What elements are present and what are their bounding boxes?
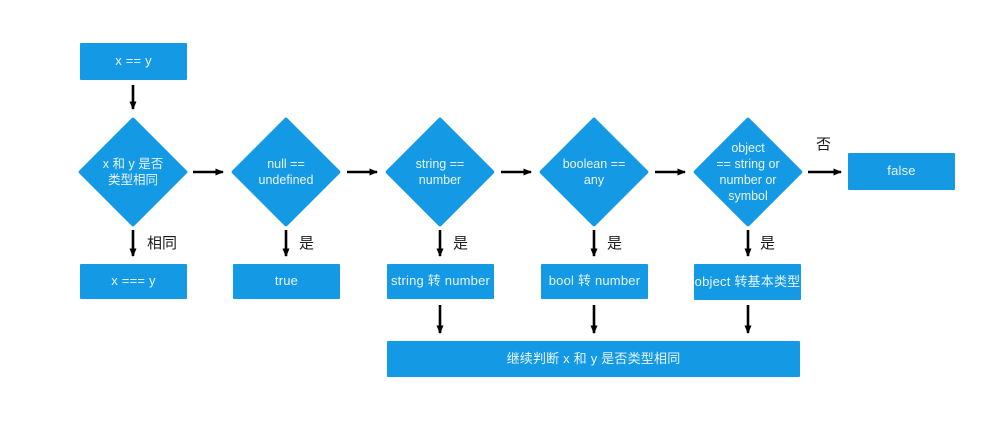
decision-type-same: x 和 y 是否 类型相同 <box>77 116 189 228</box>
node-x-equals-y: x == y <box>80 43 187 80</box>
decision-null-undefined-label: null == undefined <box>258 156 314 187</box>
node-continue-judge: 继续判断 x 和 y 是否类型相同 <box>387 341 800 377</box>
edge-label-yes-boolean-any: 是 <box>607 235 623 252</box>
node-bool-to-number: bool 转 number <box>541 264 648 299</box>
decision-string-number-label: string == number <box>415 156 465 187</box>
node-false-result: false <box>848 153 955 190</box>
edge-label-same: 相同 <box>147 235 178 252</box>
edge-label-yes-string-number: 是 <box>453 235 469 252</box>
node-string-to-number: string 转 number <box>387 264 494 299</box>
decision-string-number: string == number <box>384 116 496 228</box>
decision-null-undefined: null == undefined <box>230 116 342 228</box>
edge-label-yes-object-primitive: 是 <box>760 235 776 252</box>
decision-boolean-any: boolean == any <box>538 116 650 228</box>
decision-type-same-label: x 和 y 是否 类型相同 <box>102 156 164 187</box>
decision-object-primitive-label: object == string or number or symbol <box>716 140 780 204</box>
node-strict-equality: x === y <box>80 264 187 299</box>
decision-boolean-any-label: boolean == any <box>562 156 626 187</box>
edge-label-no: 否 <box>816 136 832 153</box>
node-true-result: true <box>233 264 340 299</box>
decision-object-primitive: object == string or number or symbol <box>692 116 804 228</box>
node-object-to-primitive: object 转基本类型 <box>694 264 801 300</box>
edge-label-yes-null-undefined: 是 <box>299 235 315 252</box>
